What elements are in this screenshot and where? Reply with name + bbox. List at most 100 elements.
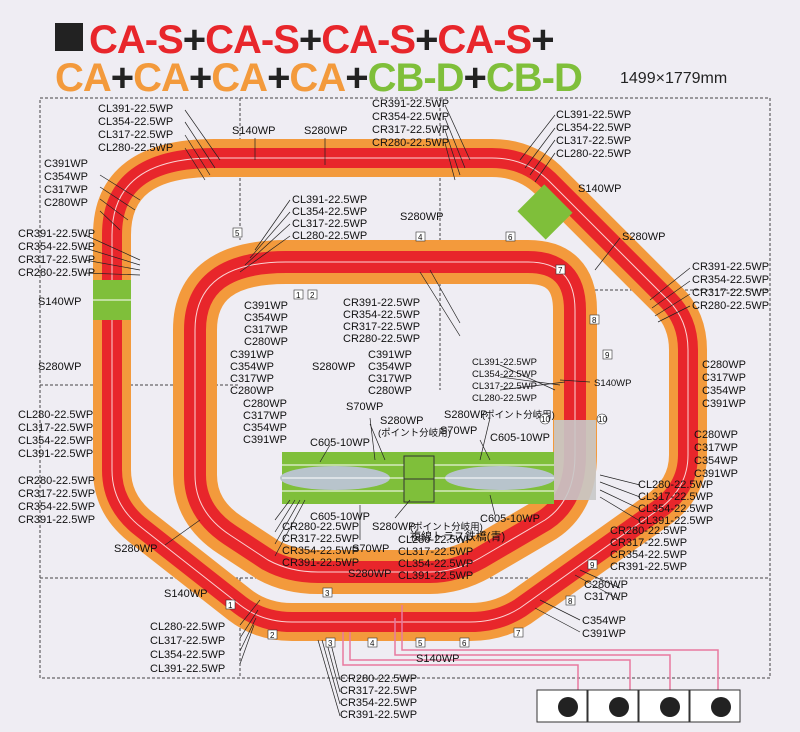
- track-label: C317WP: [230, 373, 274, 385]
- track-label: CL354-22.5WP: [472, 369, 537, 380]
- title-plus: +: [531, 18, 554, 62]
- title-plus: +: [110, 56, 134, 100]
- track-label: C354WP: [244, 312, 288, 324]
- title-square-icon: [55, 23, 83, 51]
- track-label: CL391-22.5WP: [638, 515, 713, 527]
- track-label: CL280-22.5WP: [98, 142, 173, 154]
- station-crossing: [280, 420, 596, 504]
- marker-5: 5: [232, 227, 243, 238]
- track-label: S140WP: [232, 125, 275, 137]
- track-label: C280WP: [368, 385, 412, 397]
- track-label: CR317-22.5WP: [340, 685, 417, 697]
- track-label: S280WP: [114, 543, 157, 555]
- track-label: CR354-22.5WP: [372, 111, 449, 123]
- track-label: C354WP: [582, 615, 626, 627]
- track-label: C317WP: [694, 442, 738, 454]
- track-label: S280WP: [372, 521, 415, 533]
- track-label: CR280-22.5WP: [282, 521, 359, 533]
- track-label: S280WP: [444, 409, 487, 421]
- truss-bridge: [554, 420, 596, 500]
- track-label: CR391-22.5WP: [372, 98, 449, 110]
- title-plus: +: [463, 56, 487, 100]
- track-label: C605-10WP: [480, 513, 540, 525]
- track-label: C354WP: [243, 422, 287, 434]
- marker-2: 2: [307, 289, 318, 300]
- marker-10: 10: [539, 413, 550, 425]
- track-label: S280WP: [400, 211, 443, 223]
- track-label: CL280-22.5WP: [398, 534, 473, 546]
- title-line-2: CA+CA+CA+CA+CB-D+CB-D: [55, 56, 583, 100]
- track-label: CR391-22.5WP: [282, 557, 359, 569]
- title-plus: +: [267, 56, 290, 100]
- marker-4: 4: [415, 231, 426, 242]
- svg-text:1: 1: [296, 291, 301, 300]
- track-label: S280WP: [380, 415, 423, 427]
- title-part: CA: [133, 56, 190, 100]
- track-label: CL317-22.5WP: [150, 635, 225, 647]
- title-part: CA: [55, 56, 112, 100]
- section-markers: 1 2 4 6 7 8 9 10 10 5 3 1 2 3 4 5 6 7 8 …: [225, 227, 613, 648]
- track-label: C391WP: [582, 628, 626, 640]
- track-label: CR317-22.5WP: [18, 254, 95, 266]
- track-label: CR280-22.5WP: [610, 525, 687, 537]
- svg-text:10: 10: [541, 415, 550, 424]
- svg-text:9: 9: [605, 351, 610, 360]
- track-label: CR391-22.5WP: [18, 514, 95, 526]
- track-labels: CL391-22.5WP CL354-22.5WP CL317-22.5WP C…: [18, 98, 769, 721]
- title-part: CA-S: [437, 18, 532, 62]
- svg-text:7: 7: [516, 629, 521, 638]
- track-label: C391WP: [244, 300, 288, 312]
- title-plus: +: [182, 18, 206, 62]
- track-label: CL317-22.5WP: [638, 491, 713, 503]
- svg-text:8: 8: [592, 316, 597, 325]
- outer-topright-straight: [517, 184, 573, 240]
- svg-text:3: 3: [328, 639, 333, 648]
- title-part: CA: [289, 56, 346, 100]
- track-label: CR354-22.5WP: [340, 697, 417, 709]
- track-label: CL354-22.5WP: [292, 206, 367, 218]
- svg-text:6: 6: [462, 639, 467, 648]
- track-label: CR280-22.5WP: [692, 300, 769, 312]
- track-label: S280WP: [304, 125, 347, 137]
- title-plus: +: [188, 56, 212, 100]
- marker-2b: 2: [267, 629, 278, 640]
- track-label: S280WP: [38, 361, 81, 373]
- title-plus: +: [345, 56, 368, 100]
- track-label: CL280-22.5WP: [556, 148, 631, 160]
- track-label: CL317-22.5WP: [472, 381, 537, 392]
- title-part: CA-S: [321, 18, 416, 62]
- track-label: CR317-22.5WP: [18, 488, 95, 500]
- marker-9b: 9: [587, 559, 598, 570]
- track-label: S70WP: [346, 401, 383, 413]
- title-part: CB-D: [367, 56, 465, 100]
- track-label: CR354-22.5WP: [18, 501, 95, 513]
- track-label: C391WP: [694, 468, 738, 480]
- dimensions-label: 1499×1779mm: [620, 70, 728, 87]
- title-part: CA-S: [89, 18, 184, 62]
- marker-8b: 8: [565, 595, 576, 606]
- track-label: CR280-22.5WP: [372, 137, 449, 149]
- track-label: C354WP: [702, 385, 746, 397]
- track-label: CL391-22.5WP: [150, 663, 225, 675]
- track-label: CR317-22.5WP: [610, 537, 687, 549]
- track-label: CL354-22.5WP: [98, 116, 173, 128]
- track-label: CL317-22.5WP: [18, 422, 93, 434]
- marker-10b: 10: [596, 413, 607, 425]
- track-label: CR354-22.5WP: [18, 241, 95, 253]
- track-label: CL317-22.5WP: [292, 218, 367, 230]
- svg-text:3: 3: [325, 589, 330, 598]
- track-label: CL354-22.5WP: [150, 649, 225, 661]
- svg-text:9: 9: [590, 561, 595, 570]
- track-label: S280WP: [348, 568, 391, 580]
- track-label: CL391-22.5WP: [292, 194, 367, 206]
- track-label: CR317-22.5WP: [692, 287, 769, 299]
- track-label: CR354-22.5WP: [692, 274, 769, 286]
- track-label: CR354-22.5WP: [610, 549, 687, 561]
- feeder-wires: [342, 605, 719, 690]
- track-label: CR354-22.5WP: [282, 545, 359, 557]
- track-label: CR391-22.5WP: [343, 297, 420, 309]
- power-controllers: [536, 689, 741, 723]
- track-label: CR391-22.5WP: [18, 228, 95, 240]
- track-label: CL280-22.5WP: [150, 621, 225, 633]
- marker-5b: 5: [415, 637, 426, 648]
